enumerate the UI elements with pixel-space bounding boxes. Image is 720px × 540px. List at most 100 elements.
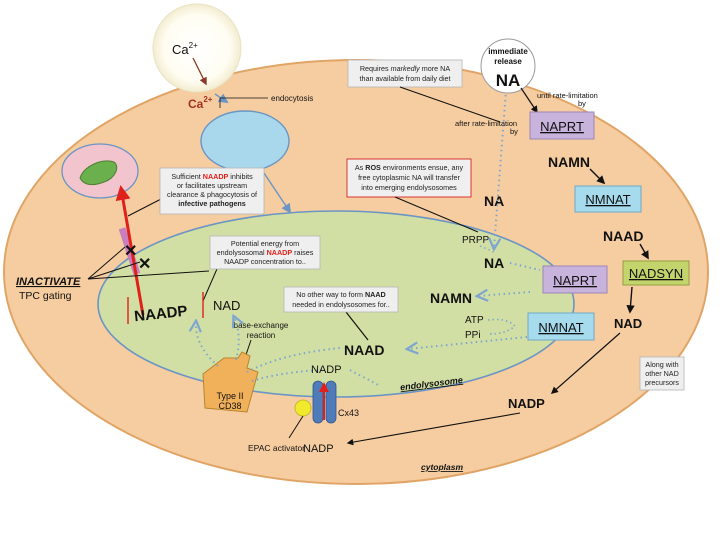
cd38-type-label: Type II — [216, 391, 243, 401]
sufficient-note-line2: or facilitates upstream — [177, 181, 247, 190]
na-inner-label: NA — [484, 255, 504, 271]
ros-note-line2: free cytoplasmic NA will transfer — [358, 173, 460, 182]
after-rate-label: after rate-limitation — [455, 119, 517, 128]
ros-note-line3: into emerging endolysosomes — [361, 183, 457, 192]
nmnat-inner-label: NMNAT — [538, 320, 583, 335]
nmnat-right-label: NMNAT — [585, 192, 630, 207]
along-note-line2: other NAD — [645, 369, 679, 378]
naprt-inner-box — [542, 265, 608, 294]
sufficient-note-line4: infective pathogens — [178, 199, 246, 208]
naprt-inner-label: NAPRT — [553, 273, 597, 288]
namn-to-nmnat-arrow — [589, 168, 606, 185]
sufficient-note-line3: clearance & phagocytosis of — [167, 190, 257, 199]
cd38-to-nad-flow — [234, 317, 239, 361]
noother-note-line2: needed in endolysosomes for.. — [292, 300, 390, 309]
nad-inner-label: NAD — [213, 298, 240, 313]
epac-callout — [288, 415, 304, 439]
nadp-to-cd38-flow — [251, 369, 323, 382]
nmnat-right-box — [574, 185, 642, 213]
ros-note-line — [394, 196, 479, 233]
naad-inner-label: NAAD — [344, 342, 384, 358]
prpp-label: PRPP — [462, 235, 490, 246]
noother-note-line1: No other way to form NAAD — [296, 290, 385, 299]
noother-note-line — [345, 311, 369, 341]
requires-note-line — [399, 86, 501, 123]
nmnat-inner-box — [527, 312, 595, 341]
nadsyn-right-label: NADSYN — [629, 266, 683, 281]
calcium-entry-arrow — [192, 57, 207, 86]
block-x-2: ✕ — [138, 256, 151, 273]
ppi-label: PPi — [465, 330, 481, 341]
na-top-label: NA — [496, 71, 521, 90]
nadp-to-channel-arrow — [346, 412, 521, 446]
naprt-right-label: NAPRT — [540, 119, 584, 134]
nadp-cyto-label: NADP — [508, 396, 545, 411]
potential-note-line2: endolysosomal NAADP raises — [217, 248, 314, 257]
along-note-line3: precursors — [645, 378, 679, 387]
na-to-naprt-flow — [509, 262, 541, 271]
until-rate-by-label: by — [578, 99, 586, 108]
sufficient-note-line1: Sufficient NAADP inhibits — [171, 172, 253, 181]
along-note-line1: Along with — [645, 360, 678, 369]
calcium-label-top: Ca2+ — [172, 41, 198, 57]
sufficient-note-line — [127, 197, 164, 217]
inactivate-line-2 — [87, 261, 141, 280]
naad-right-label: NAAD — [603, 228, 643, 244]
requires-more-na-note — [347, 59, 463, 88]
no-other-way-note — [283, 286, 399, 313]
atp-label: ATP — [465, 315, 484, 326]
potential-energy-note — [209, 235, 321, 270]
endocytosis-label: endocytosis — [271, 94, 313, 103]
naad-to-nadsyn-arrow — [639, 243, 649, 260]
base-exchange-label-2: reaction — [247, 331, 275, 340]
requires-note-line1: Requires markedly more NA — [360, 64, 450, 73]
vesicle-fusion-arrow — [261, 169, 292, 214]
after-rate-by-label: by — [510, 127, 518, 136]
cx43-channel-right — [325, 380, 337, 424]
cx43-channel-left — [312, 380, 324, 424]
cd38-enzyme — [202, 351, 259, 413]
ros-note-line1: As ROS environments ensue, any — [355, 163, 464, 172]
namn-right-label: NAMN — [548, 154, 590, 170]
inactivate-line-3 — [87, 270, 210, 280]
inactivate-label: INACTIVATE — [16, 276, 81, 288]
calcium-source — [152, 3, 242, 93]
until-rate-label: until rate-limitation — [537, 91, 598, 100]
pathogen-icon — [79, 160, 118, 186]
endocytic-vesicle — [200, 110, 290, 172]
naadp-inner-label: NAADP — [133, 303, 188, 325]
nadp-bottom-label: NADP — [303, 443, 334, 455]
cx43-label: Cx43 — [338, 408, 359, 418]
potential-note-line1: Potential energy from — [231, 239, 299, 248]
base-exchange-label-1: base-exchange — [234, 321, 289, 330]
nadp-channel-top-label: NADP — [311, 364, 342, 376]
along-with-note — [639, 356, 685, 391]
cd38-to-naadp-flow — [196, 322, 219, 367]
na-to-naprt-arrow — [520, 87, 538, 114]
naadp-release-arrow — [115, 185, 145, 316]
inactivate-line-1 — [87, 246, 126, 280]
nadsyn-to-nad-arrow — [626, 286, 635, 314]
ros-note — [346, 158, 472, 198]
cytoplasm-label: cytoplasm — [421, 462, 463, 472]
requires-note-line2: than available from daily diet — [359, 74, 450, 83]
epac-activator-dot — [294, 399, 312, 417]
na-mid-label: NA — [484, 193, 504, 209]
tpc-gating-label: TPC gating — [19, 290, 72, 302]
potential-note-line3: NAADP concentration to.. — [224, 257, 306, 266]
sufficient-naadp-note — [159, 167, 265, 215]
nad-right-label: NAD — [614, 316, 642, 331]
calcium-label-mid: Ca2+ — [188, 95, 213, 111]
immediate-release-circle — [480, 38, 536, 94]
cx43-to-nadp-flow — [349, 369, 381, 387]
cd38-name-label: CD38 — [218, 401, 241, 411]
na-to-endolysosome-flow — [494, 89, 507, 248]
immediate-label: immediate — [488, 47, 528, 56]
naprt-to-namn-flow — [478, 292, 531, 296]
nadsyn-right-box — [622, 260, 690, 286]
block-x-1: ✕ — [124, 243, 137, 260]
namn-inner-label: NAMN — [430, 290, 472, 306]
nad-to-nadp-arrow — [550, 332, 621, 394]
naprt-right-box — [529, 111, 595, 140]
